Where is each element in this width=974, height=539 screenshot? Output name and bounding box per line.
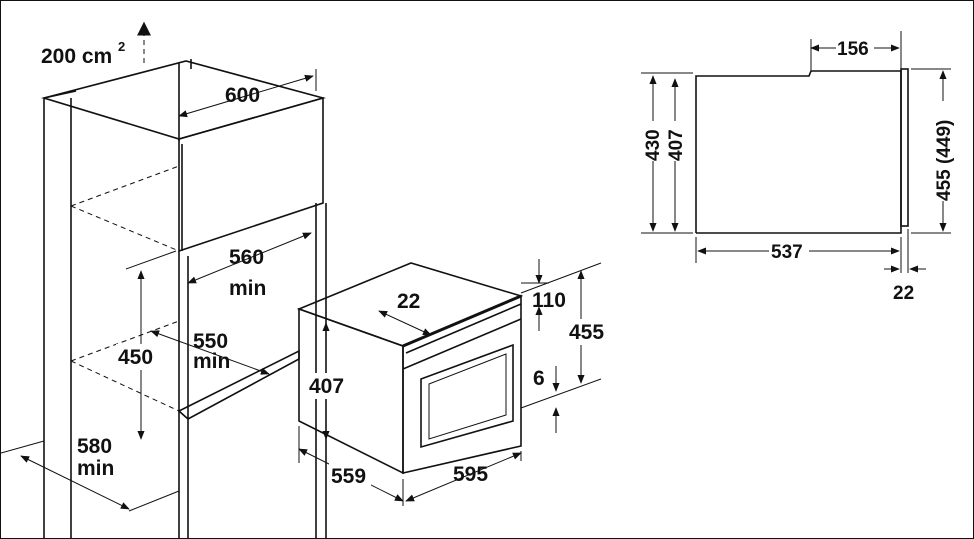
appliance-dimensions: 22 110 455 6 407 559 595 [298, 259, 609, 506]
cabinet-upper-block [178, 96, 324, 253]
side-body-height-label: 407 [666, 129, 687, 161]
cabinet-height-label: 450 [118, 346, 153, 369]
appliance-door-window [420, 343, 514, 449]
appliance-bottom-gap-label: 6 [533, 367, 545, 390]
cabinet-dimensions: 600 560 min 550 min 450 580 min [1, 69, 317, 512]
cabinet-depth-unit: min [193, 350, 230, 373]
side-view-drawing [641, 31, 951, 273]
airflow-indicator: 200 cm 2 [41, 21, 151, 68]
appliance-total-height-label: 455 [569, 321, 604, 344]
cabinet-top [41, 60, 326, 140]
cabinet-depth-label: 550 [193, 330, 228, 353]
side-front-thickness-label: 22 [893, 283, 914, 304]
cabinet-inner-width-unit: min [229, 277, 266, 300]
airflow-label: 200 cm [41, 45, 112, 68]
side-depth-label: 537 [771, 242, 803, 263]
appliance-body-depth-label: 559 [331, 465, 366, 488]
side-outer-height-label: 430 [643, 129, 664, 161]
appliance-front-width-label: 595 [453, 463, 488, 486]
side-view-body [695, 70, 902, 234]
appliance-front-top-label: 110 [532, 289, 566, 312]
appliance-top-offset-label: 22 [397, 290, 420, 313]
cabinet-side-depth-label: 580 [77, 435, 112, 458]
side-front-height-label: 455 (449) [934, 120, 955, 201]
cabinet-inner-width-label: 560 [229, 246, 264, 269]
airflow-superscript: 2 [118, 39, 125, 54]
appliance-body-height-label: 407 [309, 375, 344, 398]
side-top-notch-label: 156 [837, 39, 869, 60]
cabinet-side-depth-unit: min [77, 457, 114, 480]
side-view-dimensions: 156 430 407 455 (449) 537 22 [641, 39, 956, 304]
side-view-front-panel [900, 68, 909, 227]
cabinet-width-label: 600 [225, 84, 260, 107]
